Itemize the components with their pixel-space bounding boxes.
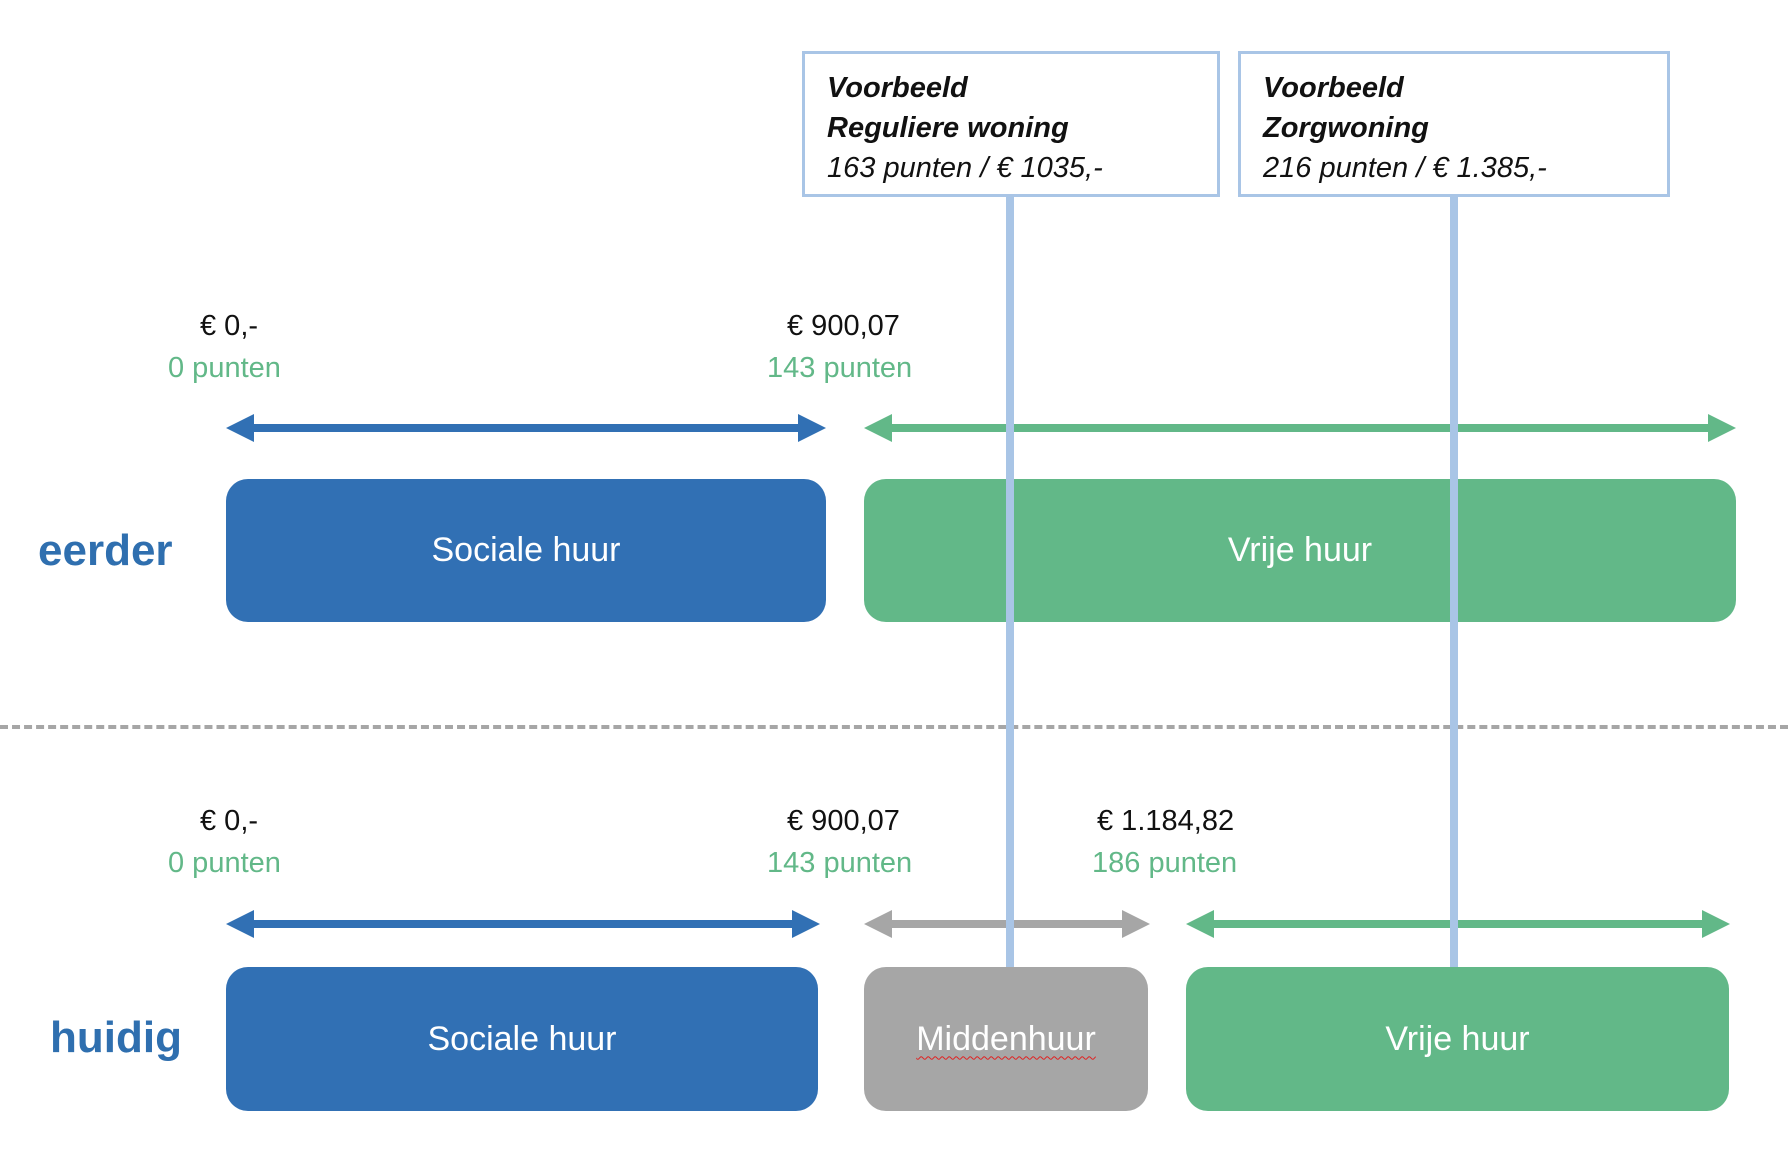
huidig-vrije-arrow: [1186, 910, 1730, 938]
callout-care-subtitle: Zorgwoning: [1263, 112, 1429, 144]
callout-regular-home: Voorbeeld Reguliere woning 163 punten / …: [802, 51, 1220, 197]
row-divider: [0, 725, 1788, 729]
huidig-block-vrije-huur: Vrije huur: [1186, 967, 1729, 1111]
huidig-marker-1-price: € 900,07: [787, 805, 900, 837]
huidig-marker-0-points: 0 punten: [168, 847, 281, 879]
callout-regular-detail: 163 punten / € 1035,-: [827, 152, 1103, 184]
huidig-marker-0-price: € 0,-: [200, 805, 259, 837]
huidig-marker-2-price: € 1.184,82: [1097, 805, 1235, 837]
eerder-marker-0-points: 0 punten: [168, 352, 281, 384]
huidig-marker-2-points: 186 punten: [1092, 847, 1238, 879]
eerder-marker-1-price: € 900,07: [787, 310, 900, 342]
row-label-huidig: huidig: [50, 1013, 182, 1062]
callout-care-detail: 216 punten / € 1.385,-: [1263, 152, 1547, 184]
eerder-marker-1-points: 143 punten: [767, 352, 913, 384]
callout-care-title: Voorbeeld: [1263, 72, 1404, 104]
callout-care-home: Voorbeeld Zorgwoning 216 punten / € 1.38…: [1238, 51, 1670, 197]
huidig-sociale-arrow: [226, 910, 820, 938]
huidig-marker-1-points: 143 punten: [767, 847, 913, 879]
huidig-block-middenhuur-label: Middenhuur: [916, 1019, 1096, 1058]
row-label-eerder: eerder: [38, 526, 173, 575]
callout-regular-subtitle: Reguliere woning: [827, 112, 1069, 144]
eerder-block-vrije-huur: Vrije huur: [864, 479, 1736, 622]
callout-regular-title: Voorbeeld: [827, 72, 968, 104]
eerder-sociale-arrow: [226, 414, 826, 442]
eerder-vrije-arrow: [864, 414, 1736, 442]
huidig-block-sociale-huur: Sociale huur: [226, 967, 818, 1111]
callout-care-indicator-line: [1450, 195, 1458, 967]
huidig-block-middenhuur: Middenhuur: [864, 967, 1148, 1111]
callout-regular-indicator-line: [1006, 195, 1014, 967]
eerder-block-sociale-huur: Sociale huur: [226, 479, 826, 622]
eerder-marker-0-price: € 0,-: [200, 310, 259, 342]
